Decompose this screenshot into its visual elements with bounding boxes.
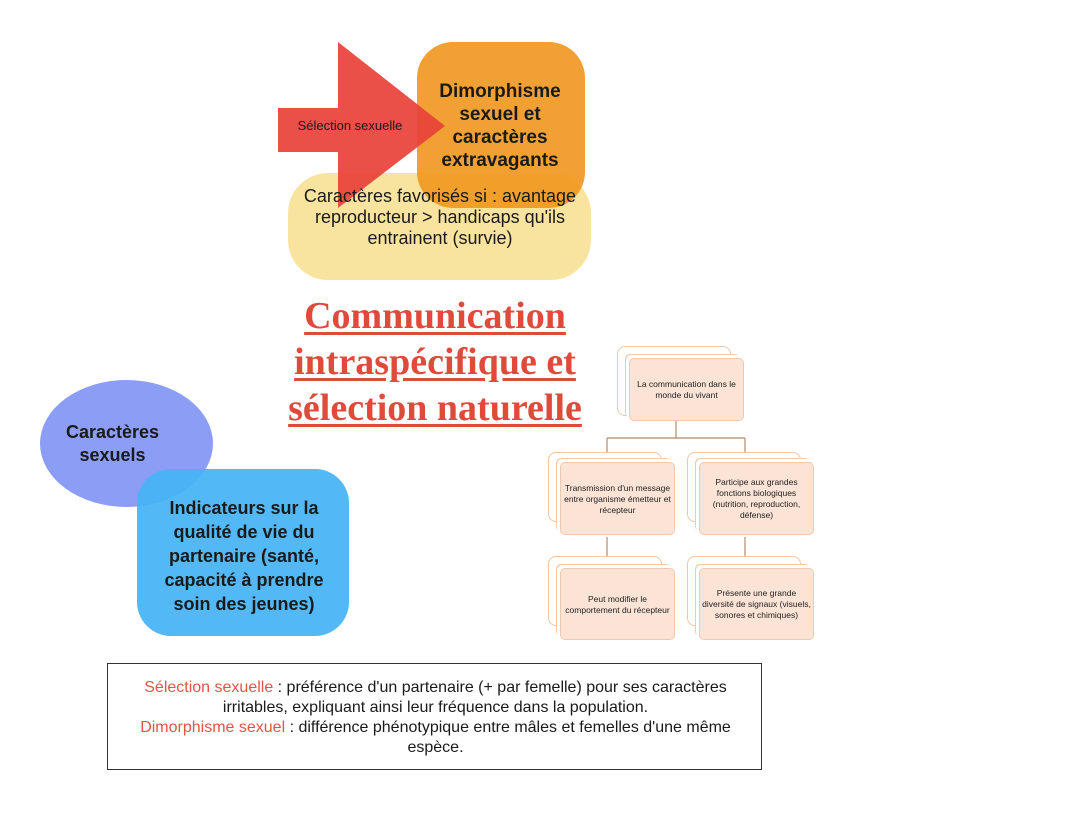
org-node-left-1: [560, 462, 675, 535]
org-node-right-2-label: Présente une grande diversité de signaux…: [702, 588, 811, 620]
page-title: Communication intraspécifique et sélecti…: [288, 295, 582, 429]
org-node-right-2: [699, 568, 814, 640]
org-node-left-2-label: Peut modifier le comportement du récepte…: [565, 593, 670, 615]
term-sexual-selection: Sélection sexuelle: [144, 679, 274, 696]
dimorphism-box: [417, 42, 585, 208]
org-node-right-1-label: Participe aux grandes fonctions biologiq…: [712, 477, 801, 520]
org-node-left-1-label: Transmission d'un message entre organism…: [564, 482, 671, 515]
definitions-box: [107, 663, 762, 770]
sexual-traits-text: Caractères sexuels: [65, 422, 160, 465]
quality-indicators-box: [137, 469, 349, 636]
favored-traits-text: Caractères favorisés si : avantage repro…: [303, 186, 577, 248]
arrow-label: Sélection sexuelle: [297, 118, 403, 133]
definitions-text: Sélection sexuelle : préférence d'un par…: [118, 678, 753, 758]
sexual-selection-arrow: [278, 42, 445, 208]
org-node-right-1: [699, 462, 814, 535]
org-node-left-2: [560, 568, 675, 640]
dimorphism-text: Dimorphisme sexuel et caractères extrava…: [439, 81, 561, 171]
org-node-root: [629, 358, 744, 421]
term-sexual-dimorphism: Dimorphisme sexuel: [140, 719, 286, 736]
definition-sexual-dimorphism: : différence phénotypique entre mâles et…: [285, 719, 731, 756]
org-node-root-label: La communication dans le monde du vivant: [637, 379, 736, 400]
quality-indicators-text: Indicateurs sur la qualité de vie du par…: [164, 498, 324, 614]
definition-sexual-selection: : préférence d'un partenaire (+ par feme…: [222, 679, 727, 716]
